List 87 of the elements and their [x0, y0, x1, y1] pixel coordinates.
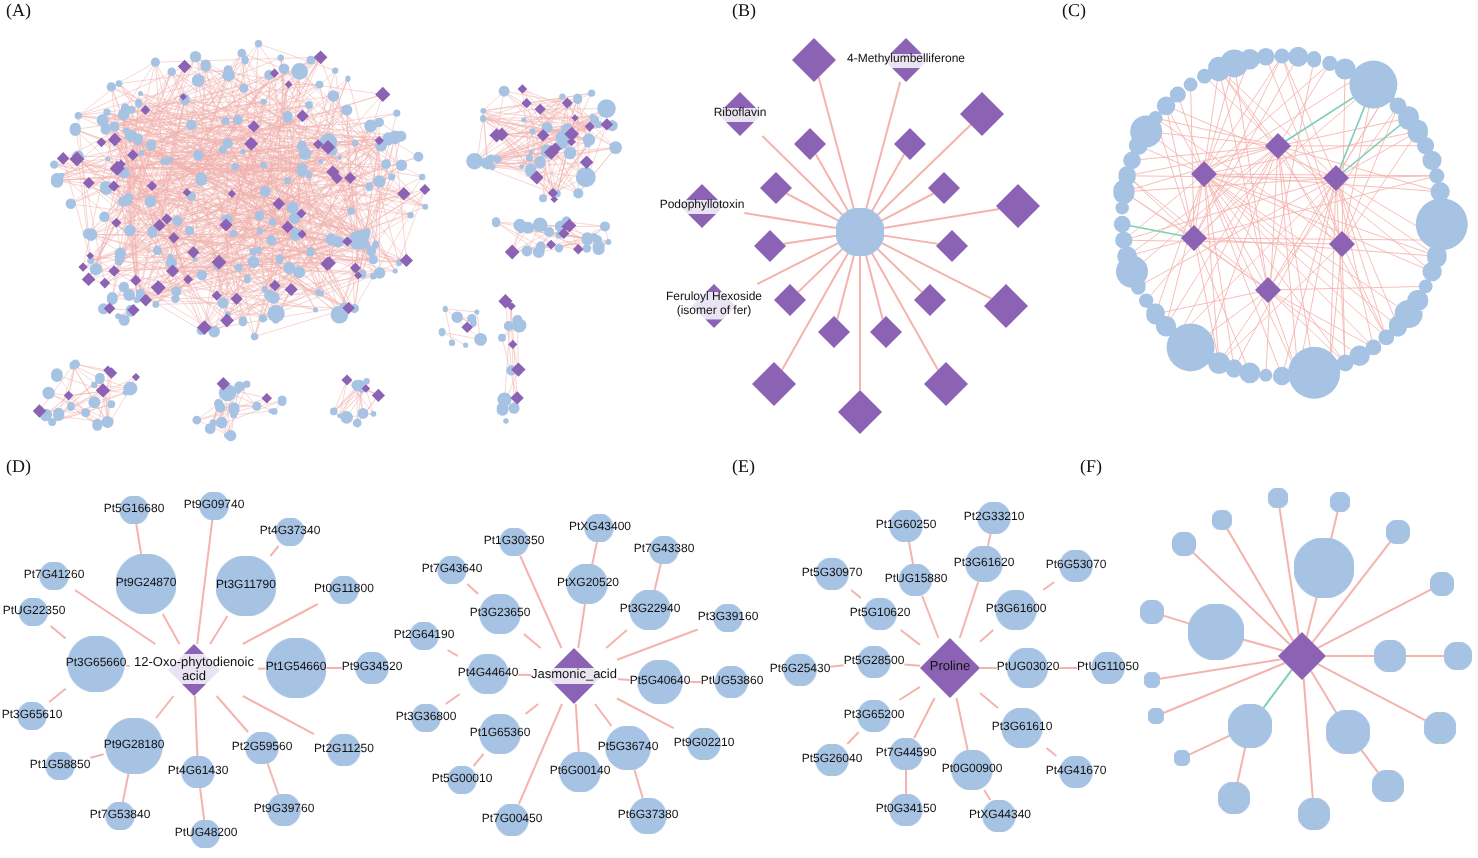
- edge-line: [196, 519, 214, 645]
- edge-line: [257, 667, 267, 670]
- edge-line: [1302, 677, 1314, 800]
- edge-line: [979, 629, 995, 643]
- edge-line: [921, 595, 940, 639]
- edge-line: [1330, 510, 1339, 540]
- edge-line: [161, 613, 181, 645]
- edge-line: [905, 769, 907, 795]
- edge-line: [756, 241, 840, 285]
- edge-line: [850, 589, 862, 599]
- edge-line: [1162, 614, 1191, 625]
- edge-line: [836, 254, 855, 321]
- edge-line: [903, 663, 921, 667]
- edge-line: [522, 633, 542, 649]
- edge-line: [913, 697, 936, 739]
- edge-line: [574, 703, 580, 753]
- panel-label: (C): [1062, 2, 1086, 20]
- edge-line: [577, 603, 586, 649]
- edge-line: [215, 695, 250, 733]
- edge-line: [48, 687, 67, 703]
- edge-line: [155, 695, 175, 719]
- edge-line: [743, 212, 838, 230]
- edge-line: [846, 731, 860, 745]
- edge-line: [266, 763, 280, 795]
- edge-line: [899, 629, 921, 646]
- edge-line: [446, 649, 459, 657]
- edge-line: [979, 667, 998, 669]
- edge-line: [591, 541, 598, 565]
- panel-label: (E): [732, 458, 755, 476]
- edge-line: [517, 703, 563, 805]
- edge-line: [986, 533, 992, 547]
- edge-line: [653, 563, 662, 591]
- edge-line: [882, 234, 940, 245]
- edge-line: [1042, 581, 1056, 591]
- edge-line: [1325, 655, 1375, 657]
- edge-line: [865, 254, 884, 321]
- panel-label: (D): [6, 458, 31, 476]
- edge-line: [979, 692, 999, 709]
- edge-line: [983, 789, 992, 801]
- edge-line: [605, 629, 628, 649]
- edge-line: [1360, 748, 1380, 775]
- edge-line: [1278, 506, 1300, 637]
- edge-line: [241, 603, 319, 645]
- edge-line: [1058, 667, 1079, 669]
- edge-line: [882, 208, 1001, 230]
- edge-line: [594, 703, 613, 727]
- edge-line: [209, 615, 229, 645]
- edge-line: [194, 695, 199, 757]
- panel-label: (B): [732, 2, 756, 20]
- edge-line: [616, 697, 675, 730]
- edge-line: [958, 581, 980, 639]
- edge-line: [519, 555, 563, 649]
- edge-line: [444, 693, 461, 705]
- edge-line: [782, 234, 838, 245]
- edge-line: [689, 681, 702, 683]
- edge-line: [898, 685, 921, 701]
- edge-line: [199, 787, 206, 821]
- edge-line: [761, 135, 844, 217]
- edge-line: [1188, 734, 1232, 756]
- edge-line: [121, 773, 130, 803]
- edge-line: [865, 81, 902, 210]
- edge-line: [907, 541, 915, 565]
- edge-line: [1045, 747, 1058, 757]
- edge-line: [1405, 655, 1445, 657]
- edge-line: [73, 589, 157, 645]
- edge-line: [955, 697, 969, 751]
- edge-line: [241, 695, 316, 736]
- panel-label: (F): [1080, 458, 1102, 476]
- edge-line: [633, 769, 644, 799]
- edge-line: [616, 678, 631, 681]
- edge-line: [89, 753, 105, 759]
- edge-line: [466, 583, 480, 595]
- edge-line: [859, 255, 861, 391]
- edge-line: [472, 753, 485, 767]
- edge-line: [829, 664, 845, 668]
- edge-line: [325, 667, 343, 669]
- edge-line: [616, 628, 699, 661]
- edge-line: [49, 625, 67, 640]
- edge-line: [517, 673, 532, 676]
- edge-line: [1158, 658, 1283, 680]
- edge-line: [1305, 596, 1318, 638]
- edge-line: [524, 703, 540, 715]
- panel-label: (A): [6, 2, 31, 20]
- edge-line: [1236, 746, 1247, 784]
- edge-line: [135, 523, 143, 555]
- edge-line: [817, 76, 855, 210]
- edge-line: [269, 545, 280, 557]
